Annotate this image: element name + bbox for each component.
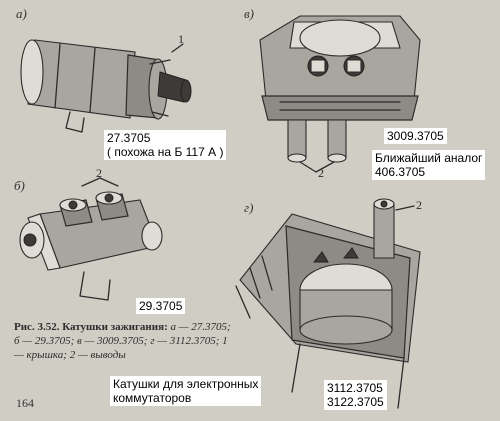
label-coil-3112-3705-code: 3112.3705 — [327, 381, 383, 395]
label-coil-3009-3705: 3009.3705 — [384, 128, 447, 144]
label-coil-27-3705-note: ( похожа на Б 117 А ) — [107, 145, 224, 159]
label-electronic-commutators: Катушки для электронных коммутаторов — [110, 376, 262, 406]
coil-b-drawing — [19, 177, 163, 301]
page-number: 164 — [16, 396, 34, 410]
coil-a-drawing — [20, 39, 192, 133]
callout-cover-a: 1 — [178, 32, 184, 46]
figure-caption: Рис. 3.52. Катушки зажигания: а — 27.370… — [14, 320, 236, 362]
figure-letter-a: а) — [16, 6, 27, 21]
callout-terminal-g: 2 — [416, 198, 422, 212]
figure-letter-g: г) — [244, 200, 254, 215]
label-electronic-line1: Катушки для электронных — [113, 377, 259, 391]
label-analog-code: 406.3705 — [375, 165, 426, 179]
callout-terminals-v: 2 — [318, 166, 324, 180]
coil-g-drawing — [235, 198, 421, 409]
label-coil-3122-3705-code: 3122.3705 — [327, 395, 384, 409]
label-coil-27-3705-code: 27.3705 — [107, 131, 151, 145]
label-coil-29-3705-code: 29.3705 — [139, 299, 183, 313]
caption-title: Рис. 3.52. Катушки зажигания: — [14, 321, 168, 333]
coil-v-drawing — [259, 15, 421, 173]
figure-letter-v: в) — [244, 6, 254, 21]
label-coil-27-3705: 27.3705 ( похожа на Б 117 А ) — [104, 130, 227, 160]
label-analog-title: Ближайший аналог — [375, 151, 483, 165]
figure-letter-b: б) — [14, 178, 25, 193]
label-coil-3009-3705-code: 3009.3705 — [387, 129, 444, 143]
callout-terminals-b: 2 — [96, 166, 102, 180]
label-coil-3112-3705: 3112.3705 3122.3705 — [324, 380, 387, 410]
caption-body: а — 27.3705; б — 29.3705; в — 3009.3705;… — [14, 321, 231, 361]
label-analog: Ближайший аналог 406.3705 — [372, 150, 486, 180]
label-coil-29-3705: 29.3705 — [136, 298, 186, 314]
label-electronic-line2: коммутаторов — [113, 391, 192, 405]
